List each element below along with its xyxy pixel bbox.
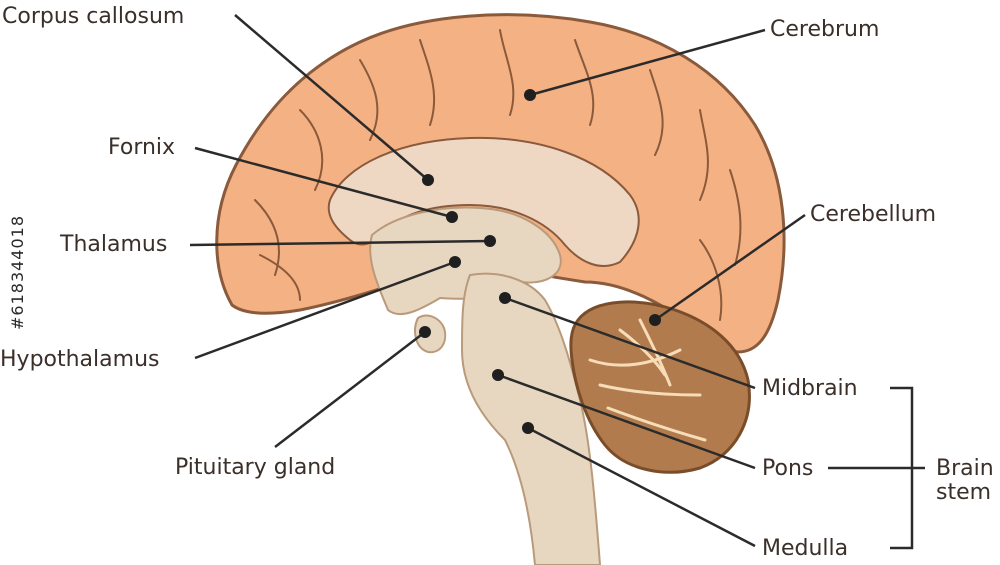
label-cerebellum: Cerebellum [810,202,937,227]
sulci [254,29,742,321]
label-pons: Pons [762,456,814,481]
leader-lines [189,14,925,550]
label-dots [419,89,661,434]
label-cerebrum: Cerebrum [770,17,880,42]
cerebellum-shape [569,300,751,474]
label-hypothalamus: Hypothalamus [0,347,160,372]
label-brain-stem-line1: Brain [936,456,994,481]
arbor-vitae [588,318,707,442]
label-corpus-callosum: Corpus callosum [2,4,185,29]
label-brain-stem-line2: stem [936,480,992,505]
label-pituitary-gland: Pituitary gland [175,455,336,480]
label-thalamus: Thalamus [60,232,168,257]
label-medulla: Medulla [762,536,849,561]
stock-id-watermark: #618344018 [8,214,27,330]
label-brain-stem: Brain stem [936,457,994,505]
label-midbrain: Midbrain [762,376,858,401]
label-fornix: Fornix [108,135,176,160]
